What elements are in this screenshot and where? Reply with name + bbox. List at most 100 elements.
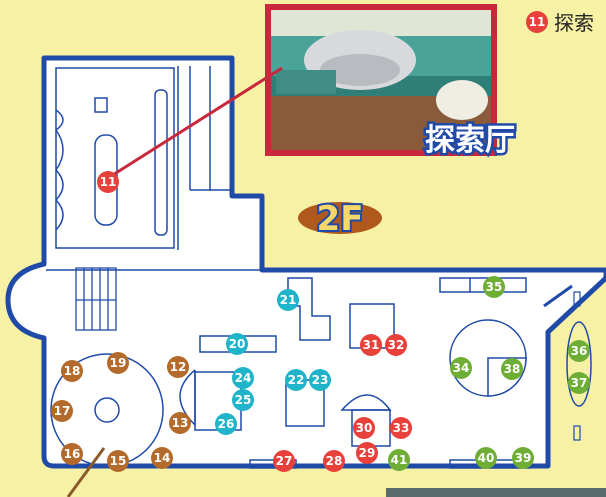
marker-dot (285, 369, 307, 391)
marker-dot (568, 372, 590, 394)
bottom-photo (386, 488, 606, 497)
marker-number: 20 (229, 337, 246, 351)
marker-number: 16 (64, 447, 81, 461)
leader-line-lower (66, 447, 106, 497)
polar-bear-model (436, 80, 488, 120)
marker-number: 28 (326, 454, 343, 468)
exhibit-marker-41: 41 (388, 449, 410, 471)
exhibit-marker-21: 21 (277, 289, 299, 311)
marker-number: 36 (571, 344, 588, 358)
exhibit-marker-29: 29 (356, 442, 378, 464)
exhibit-marker-26: 26 (215, 413, 237, 435)
marker-dot (450, 357, 472, 379)
marker-number: 12 (170, 360, 187, 374)
marker-dot (167, 356, 189, 378)
hall-photo (265, 4, 497, 156)
marker-dot (356, 442, 378, 464)
exhibit-marker-32: 32 (385, 334, 407, 356)
marker-dot (107, 352, 129, 374)
exhibit-marker-38: 38 (501, 358, 523, 380)
marker-dot (483, 276, 505, 298)
marker-number: 41 (391, 453, 408, 467)
exhibit-marker-37: 37 (568, 372, 590, 394)
marker-dot (61, 443, 83, 465)
floor-label: 2F (317, 199, 364, 239)
marker-dot (360, 334, 382, 356)
marker-dot (226, 333, 248, 355)
exhibit-marker-36: 36 (568, 340, 590, 362)
exhibit-marker-39: 39 (512, 447, 534, 469)
marker-number: 15 (110, 454, 127, 468)
legend-text: 探索 (554, 11, 594, 35)
hall-label: 探索厅 (425, 123, 515, 158)
rotunda-ring (50, 353, 164, 467)
staircase (75, 267, 117, 331)
marker-dot (107, 450, 129, 472)
marker-number: 14 (154, 451, 171, 465)
marker-dot (385, 334, 407, 356)
marker-dot (309, 369, 331, 391)
marker-number: 33 (393, 421, 410, 435)
exhibit-marker-33: 33 (390, 417, 412, 439)
exhibit-marker-30: 30 (353, 417, 375, 439)
marker-number: 38 (504, 362, 521, 376)
legend-entry: 11 探索 (526, 11, 594, 35)
leader-line (107, 66, 283, 180)
small-case (94, 97, 108, 113)
marker-dot (512, 447, 534, 469)
exhibit-marker-25: 25 (232, 389, 254, 411)
marker-dot (61, 360, 83, 382)
marker-dot (475, 447, 497, 469)
marker-number: 17 (54, 404, 71, 418)
marker-dot (169, 412, 191, 434)
marker-dot (388, 449, 410, 471)
marker-number: 24 (235, 371, 252, 385)
marker-number: 32 (388, 338, 405, 352)
exhibit-marker-35: 35 (483, 276, 505, 298)
marker-number: 34 (453, 361, 470, 375)
wing-scallop-wall (54, 109, 64, 231)
exhibit-marker-18: 18 (61, 360, 83, 382)
marker-number: 31 (363, 338, 380, 352)
marker-dot (353, 417, 375, 439)
legend-marker-number: 11 (529, 15, 546, 29)
marker-number: 35 (486, 280, 503, 294)
floor-badge: 2F (298, 197, 382, 241)
marker-dot (151, 447, 173, 469)
exhibit-marker-20: 20 (226, 333, 248, 355)
marker-number: 29 (359, 446, 376, 460)
exhibit-marker-12: 12 (167, 356, 189, 378)
marker-dot (501, 358, 523, 380)
marker-dot (277, 289, 299, 311)
exhibit-marker-19: 19 (107, 352, 129, 374)
exhibit-marker-14: 14 (151, 447, 173, 469)
marker-dot (51, 400, 73, 422)
marker-number: 13 (172, 416, 189, 430)
exhibit-marker-17: 17 (51, 400, 73, 422)
marker-number: 22 (288, 373, 305, 387)
marker-number: 37 (571, 376, 588, 390)
marker-dot (232, 367, 254, 389)
exhibit-marker-28: 28 (323, 450, 345, 472)
exhibit-marker-31: 31 (360, 334, 382, 356)
rotunda-center (94, 397, 120, 423)
exhibit-marker-24: 24 (232, 367, 254, 389)
marker-number: 30 (356, 421, 373, 435)
exhibit-marker-13: 13 (169, 412, 191, 434)
exhibit-marker-15: 15 (107, 450, 129, 472)
long-case (154, 89, 168, 236)
exhibit-marker-40: 40 (475, 447, 497, 469)
wing-inner-wall (55, 67, 175, 249)
marker-number: 11 (100, 175, 117, 189)
exhibit-marker-16: 16 (61, 443, 83, 465)
marker-dot (323, 450, 345, 472)
exhibit-marker-22: 22 (285, 369, 307, 391)
marker-dot (97, 171, 119, 193)
marker-number: 40 (478, 451, 495, 465)
marker-number: 39 (515, 451, 532, 465)
marker-number: 26 (218, 417, 235, 431)
marker-number: 18 (64, 364, 81, 378)
marker-number: 25 (235, 393, 252, 407)
